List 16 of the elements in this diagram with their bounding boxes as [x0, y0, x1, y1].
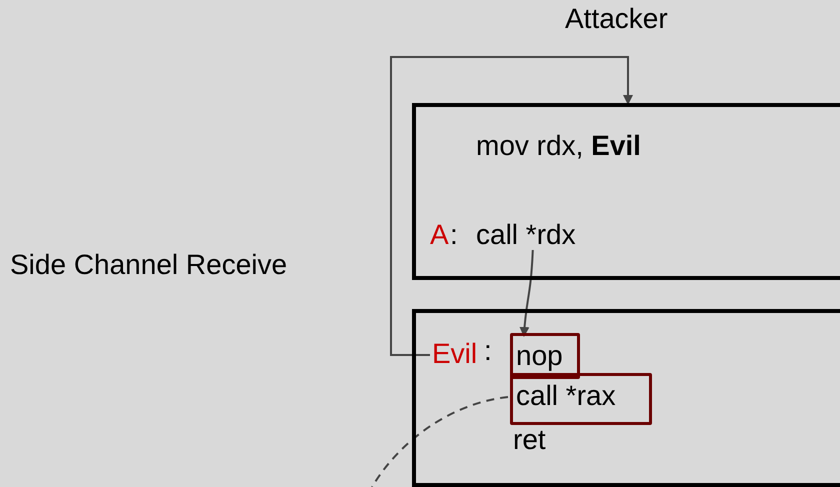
- title-text: Attacker: [565, 2, 668, 36]
- code-block-box: [412, 103, 840, 280]
- highlighted-instruction: call *rax: [510, 373, 652, 425]
- highlighted-instruction: nop: [510, 333, 580, 379]
- arrow: [390, 56, 633, 356]
- label-text: A: [430, 218, 449, 252]
- code-line: ret: [513, 423, 546, 457]
- dashed-connector: [371, 396, 508, 487]
- colon-text: :: [484, 334, 492, 368]
- arrow: [520, 250, 534, 337]
- code-line: call *rdx: [476, 218, 576, 252]
- code-line: mov rdx, Evil: [476, 129, 641, 163]
- side-label: Side Channel Receive: [10, 248, 288, 282]
- colon-text: :: [450, 218, 458, 252]
- label-text: Evil: [432, 337, 478, 371]
- code-block-box: [412, 309, 840, 487]
